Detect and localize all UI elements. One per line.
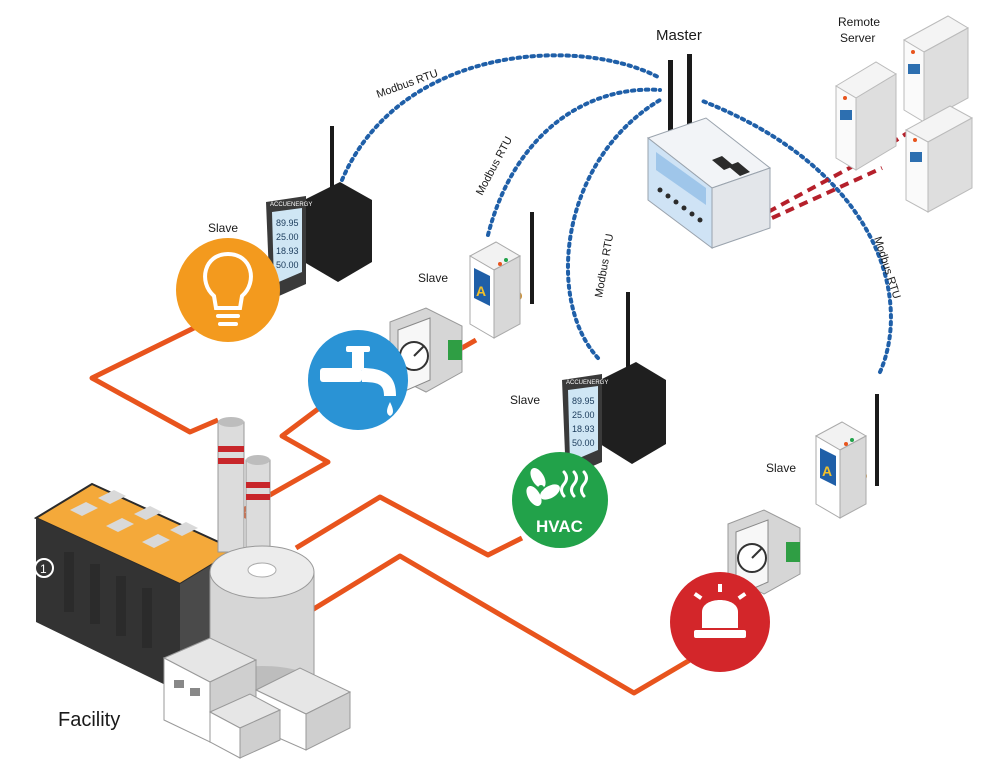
svg-text:50.00: 50.00 — [276, 260, 299, 270]
hvac-label: HVAC — [536, 517, 583, 536]
slave-label-3: Slave — [510, 393, 540, 407]
wireless-links — [340, 53, 893, 374]
facility-building: 1 — [33, 417, 352, 759]
remote-server-right-top — [902, 15, 970, 123]
alarm-siren-icon — [693, 584, 747, 638]
gateway-1-logo: A — [476, 283, 486, 299]
slave-label-4: Slave — [766, 461, 796, 475]
slave-gateway-1: A — [468, 212, 534, 339]
wire-lighting — [89, 322, 219, 435]
remote-server-label-line1: Remote — [838, 15, 880, 29]
server-link-3 — [771, 166, 883, 220]
remote-server-label-line2: Server — [840, 31, 875, 45]
slave-gateway-2: A — [814, 394, 879, 519]
master-router — [646, 54, 772, 249]
remote-server-left — [835, 61, 897, 171]
wire-hvac — [294, 494, 524, 558]
wireless-slave-4 — [698, 98, 893, 374]
facility-badge: 1 — [40, 562, 47, 576]
master-label: Master — [656, 27, 702, 44]
facility-label: Facility — [58, 709, 120, 731]
svg-text:89.95: 89.95 — [572, 396, 595, 406]
meter-1-brand: ACCUENERGY — [270, 202, 312, 208]
lightbulb-icon — [203, 251, 253, 326]
wire-alarm — [310, 553, 692, 696]
svg-text:89.95: 89.95 — [276, 218, 299, 228]
svg-text:18.93: 18.93 — [276, 246, 299, 256]
wireless-slave-3 — [565, 98, 662, 360]
water-node — [308, 330, 408, 430]
slave-label-2: Slave — [418, 271, 448, 285]
alarm-node — [670, 572, 770, 672]
meter-2-brand: ACCUENERGY — [566, 380, 608, 386]
remote-server-right-bottom — [904, 105, 974, 213]
hvac-node: HVAC — [512, 452, 608, 548]
slave-label-1: Slave — [208, 221, 238, 235]
hvac-fan-icon — [526, 468, 560, 506]
gateway-2-logo: A — [822, 463, 832, 479]
wireless-slave-2 — [486, 87, 662, 237]
svg-text:50.00: 50.00 — [572, 438, 595, 448]
svg-text:25.00: 25.00 — [572, 410, 595, 420]
meter-2-readings: 89.95 25.00 18.93 50.00 — [572, 396, 595, 448]
meter-1-readings: 89.95 25.00 18.93 50.00 — [276, 218, 299, 270]
wireless-slave-1 — [340, 53, 662, 182]
slave-power-meter-2: 89.95 25.00 18.93 50.00 ACCUENERGY — [562, 292, 666, 478]
svg-text:18.93: 18.93 — [572, 424, 595, 434]
svg-text:25.00: 25.00 — [276, 232, 299, 242]
modbus-label-3: Modbus RTU — [593, 233, 616, 299]
lighting-node — [176, 238, 280, 342]
modbus-label-2: Modbus RTU — [474, 135, 515, 198]
water-tap-icon — [320, 346, 396, 416]
